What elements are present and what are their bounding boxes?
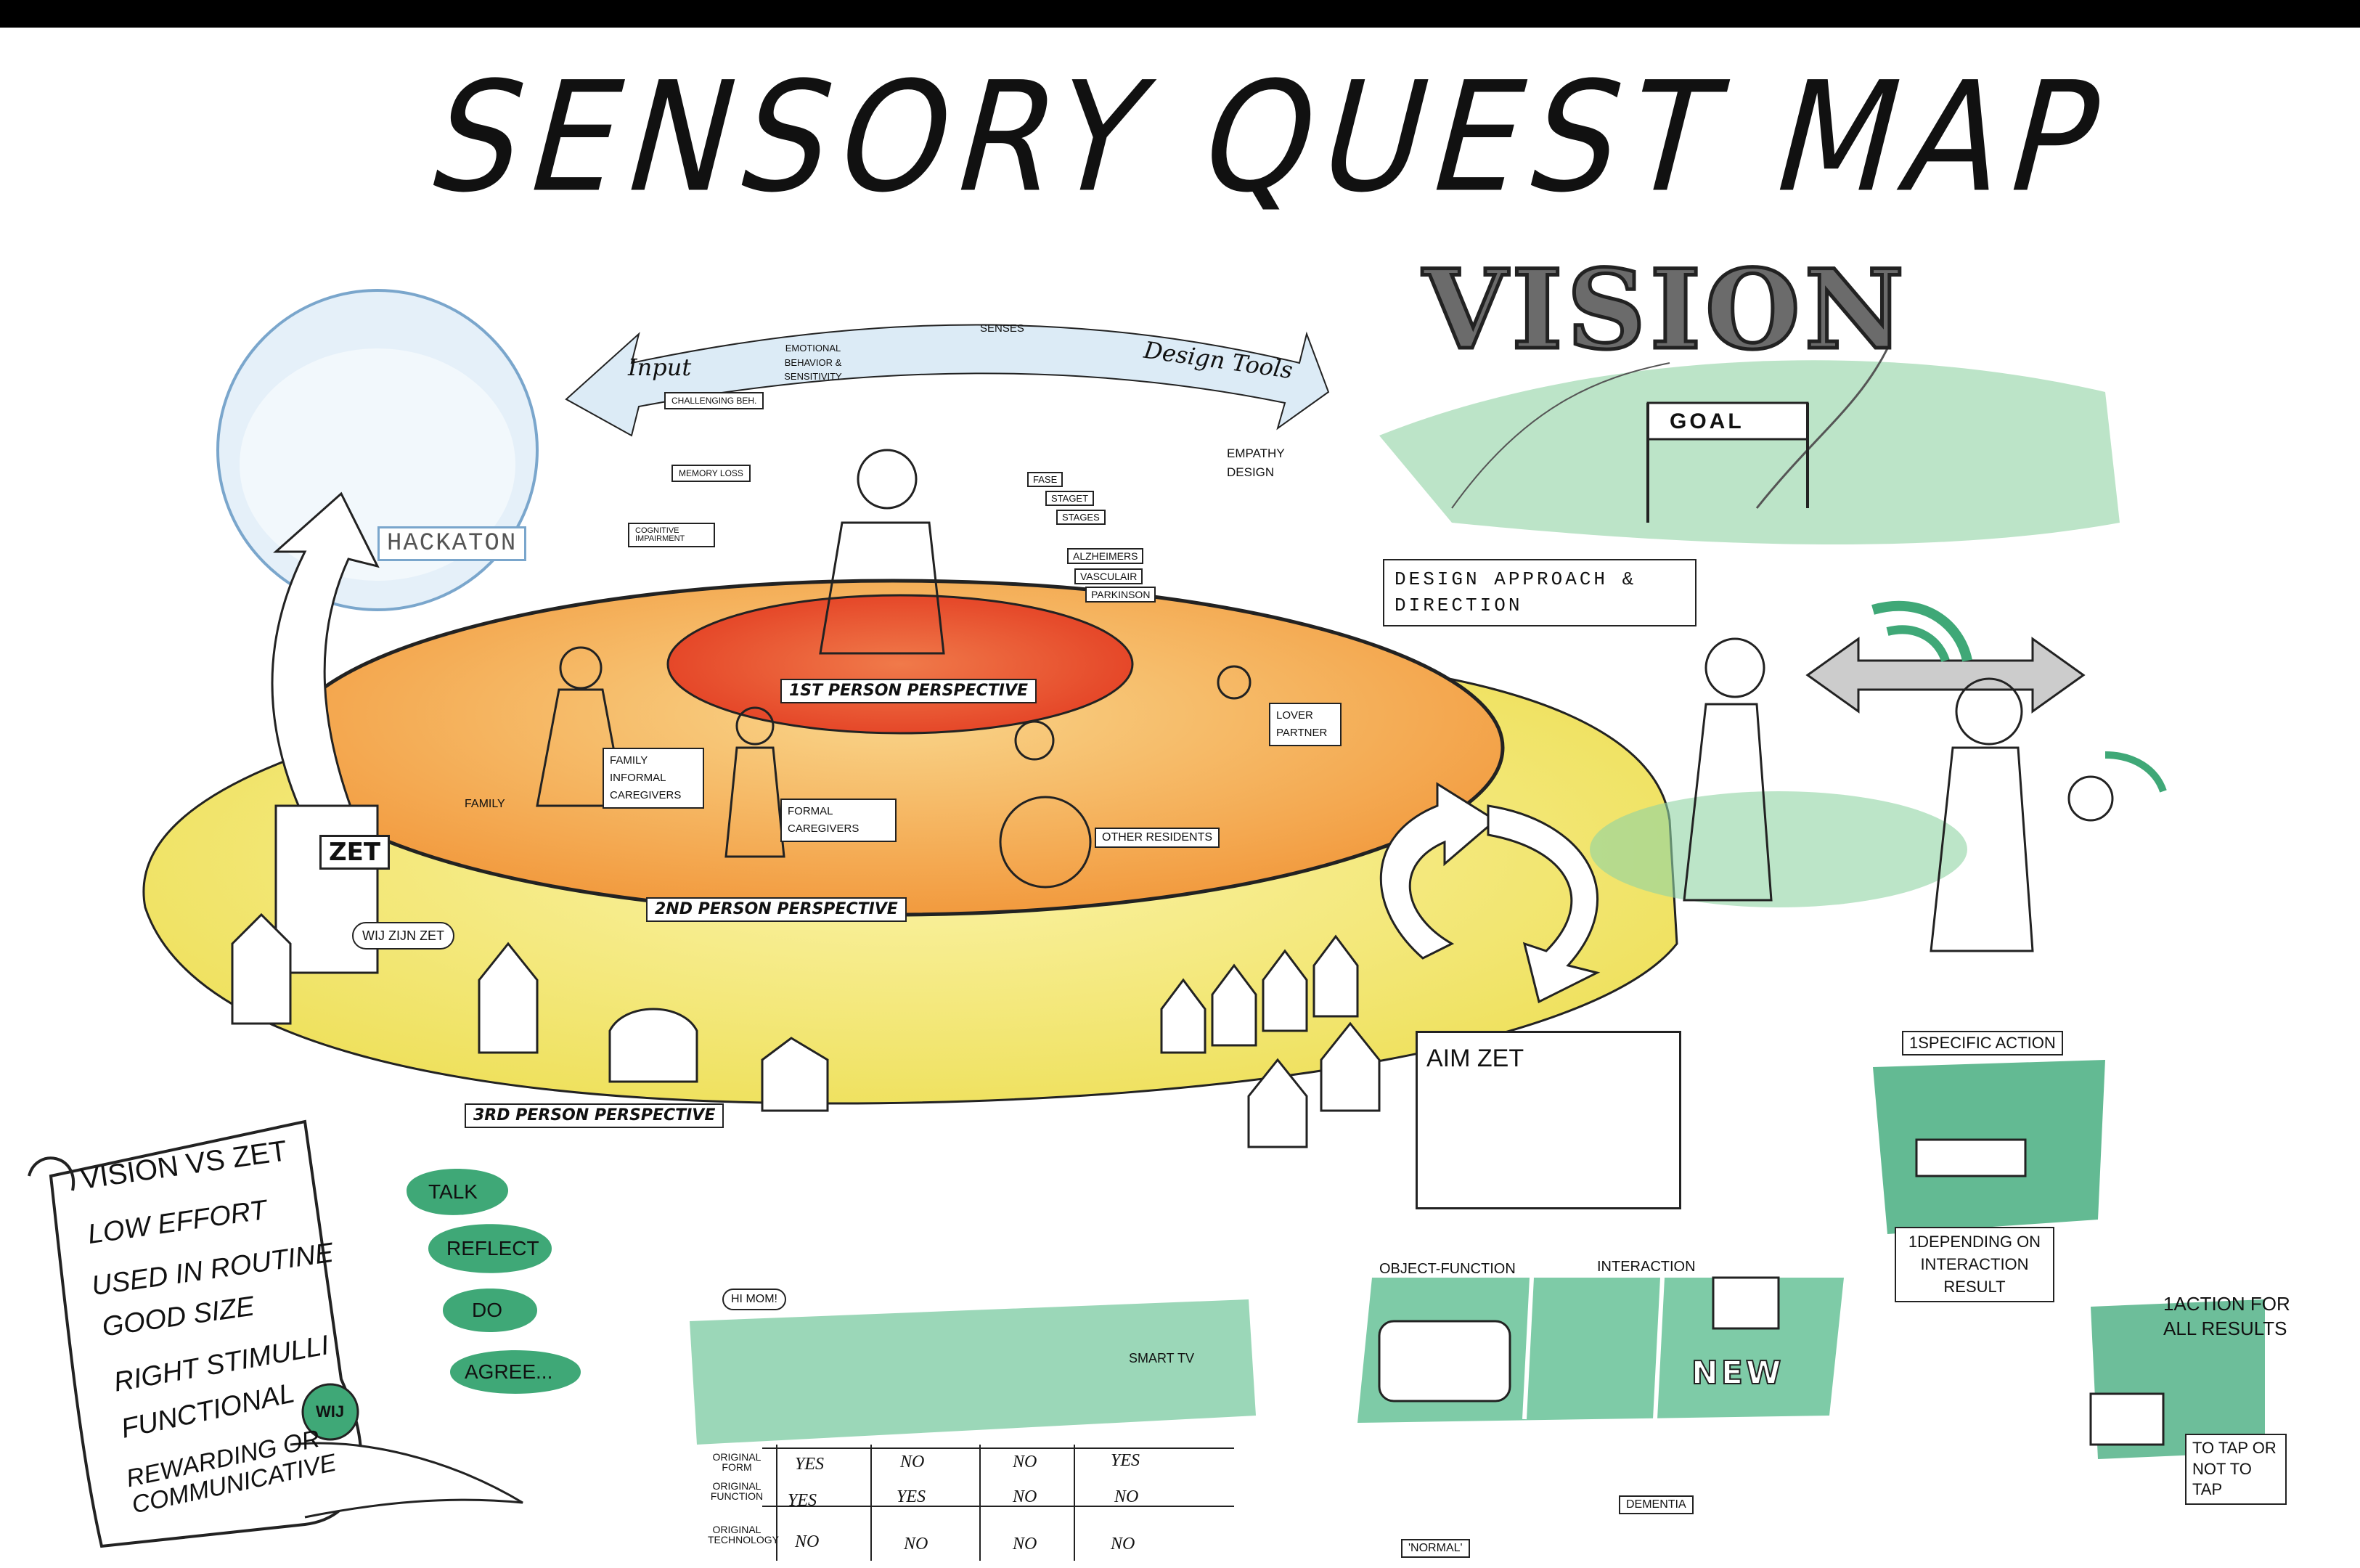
zet-to-hackaton-arrow [271,491,380,822]
cognitive-impairment-label: COGNITIVE IMPAIRMENT [628,523,715,547]
fase-label: FASE [1027,472,1063,487]
cell-form-1: YES [795,1455,825,1474]
object-function-label: OBJECT-FUNCTION [1379,1261,1516,1277]
cell-tech-4: NO [1111,1535,1135,1553]
wij-zijn-zet-bubble: WIJ ZIJN ZET [352,922,454,950]
lover-partner-label: LOVER PARTNER [1269,703,1342,746]
double-arrow [1805,637,2086,714]
aim-zet-arrow [1379,782,1498,960]
depending-on-result-label: 1DEPENDING ON INTERACTION RESULT [1895,1227,2054,1303]
goal-banner: GOAL [1670,409,1744,433]
first-person-perspective: 1ST PERSON PERSPECTIVE [780,679,1037,703]
formal-caregivers-label: FORMAL CAREGIVERS [780,799,897,842]
staget-label: STAGET [1045,491,1095,506]
row-label-function: ORIGINAL FUNCTION [710,1480,764,1502]
other-residents-label: OTHER RESIDENTS [1095,828,1220,848]
alzheimers-label: ALZHEIMERS [1067,548,1144,564]
action-for-all-label: 1ACTION FOR ALL RESULTS [2163,1293,2290,1339]
reflect-bubble [428,1224,552,1273]
stages-label: STAGES [1056,510,1106,525]
normal-label: 'NORMAL' [1401,1539,1470,1558]
sketch-figures [536,449,2114,952]
family-informal-caregivers-label: FAMILY INFORMAL CAREGIVERS [603,748,704,809]
dementia-label: DEMENTIA [1619,1495,1694,1514]
talk-bubble [407,1169,508,1215]
talk-label: TALK [428,1180,478,1203]
specific-action-label: 1SPECIFIC ACTION [1902,1031,2063,1055]
table-panel-green [690,1299,1256,1445]
emotional-label: EMOTIONAL BEHAVIOR & SENSITIVITY [784,343,842,382]
senses-label: SENSES [980,322,1024,335]
do-bubble [443,1289,537,1332]
cell-form-3: NO [1013,1453,1037,1471]
agree-label: AGREE... [465,1360,553,1383]
vascular-label: VASCULAIR [1074,568,1143,584]
family-label: FAMILY [465,798,505,810]
new-label: NEW [1691,1355,1784,1392]
row-label-form: ORIGINAL FORM [712,1451,762,1473]
third-person-perspective: 3RD PERSON PERSPECTIVE [465,1103,724,1128]
scroll-seal: WIJ [316,1402,345,1421]
interaction-label: INTERACTION [1597,1259,1696,1275]
cell-tech-3: NO [1013,1535,1037,1553]
aim-zet-label: AIM ZET [1426,1045,1524,1072]
cell-function-4: NO [1114,1487,1139,1506]
page-title: SENSORY QUEST MAP [413,49,2128,226]
smart-tv-label: SMART TV [1129,1351,1195,1365]
cell-form-2: NO [900,1453,925,1471]
houses [231,804,1381,1148]
reflect-label: REFLECT [446,1237,539,1259]
vision-heading: VISION [1421,246,1908,374]
vision-landscape [1379,360,2120,544]
scroll [49,1119,363,1548]
hackaton-label: HACKATON [377,526,527,561]
design-approach-label: DESIGN APPROACH & DIRECTION [1383,559,1696,626]
input-tools-arrow [565,324,1330,437]
do-label: DO [472,1299,502,1321]
zet-building-label: ZET [319,835,391,870]
parkinson-label: PARKINSON [1085,587,1156,603]
agree-bubble [450,1350,581,1394]
empathy-design-label: EMPATHY DESIGN [1227,446,1285,479]
row-label-technology: ORIGINAL TECHNOLOGY [708,1524,780,1545]
cell-function-2: YES [897,1487,926,1506]
cell-tech-1: NO [795,1532,820,1551]
challenging-behaviour-label: CHALLENGING BEH. [664,392,764,409]
hi-mom-bubble: HI MOM! [722,1289,786,1310]
memory-loss-label: MEMORY LOSS [671,465,751,482]
second-person-perspective: 2ND PERSON PERSPECTIVE [646,897,907,922]
input-label: Input [628,354,692,381]
cell-form-4: YES [1111,1451,1140,1470]
cell-function-1: YES [788,1491,817,1510]
top-black-bar [0,0,2360,28]
to-tap-label: TO TAP OR NOT TO TAP [2185,1434,2287,1505]
cell-tech-2: NO [904,1535,928,1553]
cell-function-3: NO [1013,1487,1037,1506]
aim-zet-box: AIM ZET [1416,1031,1681,1209]
inner-ring [666,594,1134,735]
comparison-table-grid [762,1445,1234,1561]
